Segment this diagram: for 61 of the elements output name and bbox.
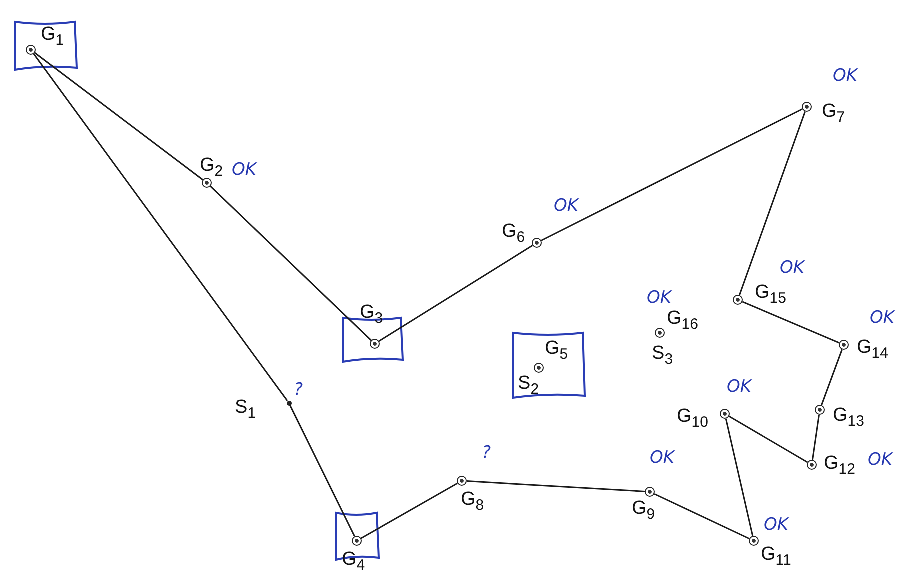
- point-label: G$_{7}$: [822, 102, 846, 125]
- survey-point: [720, 409, 730, 419]
- connector-line: [541, 108, 803, 242]
- survey-point: [202, 178, 212, 188]
- point-label: S$_{1}$: [235, 398, 256, 421]
- handwritten-note: OK: [650, 450, 675, 467]
- connector-line: [33, 54, 288, 402]
- survey-point: [645, 487, 655, 497]
- point-label: S$_{2}$: [518, 374, 540, 397]
- point-label: G$_{6}$: [502, 222, 526, 245]
- survey-point: [807, 460, 817, 470]
- connector-line: [725, 418, 754, 536]
- connector-line: [289, 404, 356, 537]
- survey-point: [802, 102, 812, 112]
- survey-point: [26, 45, 36, 55]
- handwritten-note: OK: [764, 517, 789, 534]
- survey-point: [370, 339, 380, 349]
- handwritten-note: ?: [294, 382, 304, 399]
- survey-point: [352, 536, 362, 546]
- connector-line: [654, 493, 750, 540]
- connector-line: [360, 482, 458, 540]
- connector-line: [728, 416, 808, 464]
- handwritten-note: OK: [870, 310, 895, 327]
- handwritten-note: OK: [868, 452, 893, 469]
- survey-point: [749, 536, 759, 546]
- handwritten-note: OK: [727, 379, 752, 396]
- handwritten-note: OK: [780, 260, 805, 277]
- connector-line: [742, 301, 840, 344]
- survey-point: [655, 328, 665, 338]
- survey-point: [457, 476, 467, 486]
- survey-point: [534, 363, 544, 373]
- survey-point: [733, 295, 743, 305]
- connector-line: [210, 186, 372, 342]
- point-label: G$_{15}$: [755, 283, 786, 306]
- point-label: G$_{14}$: [857, 338, 888, 361]
- handwritten-note: OK: [554, 198, 579, 215]
- connector-line: [812, 414, 820, 460]
- point-label: G$_{5}$: [545, 339, 568, 362]
- point-label: S$_{3}$: [652, 344, 674, 367]
- connector-line: [378, 245, 534, 342]
- handwritten-note: ?: [482, 445, 492, 462]
- point-label: G$_{2}$: [200, 156, 224, 179]
- point-label: G$_{9}$: [632, 499, 656, 522]
- survey-point: [815, 405, 825, 415]
- point-label: G$_{12}$: [824, 454, 856, 477]
- connector-line: [738, 111, 806, 296]
- point-label: G$_{11}$: [761, 545, 792, 568]
- point: [286, 400, 292, 406]
- connector-line: [34, 52, 204, 181]
- connector-line: [466, 480, 646, 492]
- handwritten-note: OK: [232, 162, 257, 179]
- handwritten-note: OK: [833, 68, 858, 85]
- point-label: G$_{1}$: [41, 25, 64, 48]
- connector-line: [821, 349, 843, 406]
- survey-point: [839, 340, 849, 350]
- point-label: G$_{16}$: [667, 309, 698, 332]
- survey-point: [532, 238, 542, 248]
- handwritten-note: OK: [647, 290, 672, 307]
- point-label: G$_{10}$: [677, 407, 708, 430]
- point-label: G$_{8}$: [461, 490, 484, 513]
- point-label: G$_{13}$: [833, 406, 864, 429]
